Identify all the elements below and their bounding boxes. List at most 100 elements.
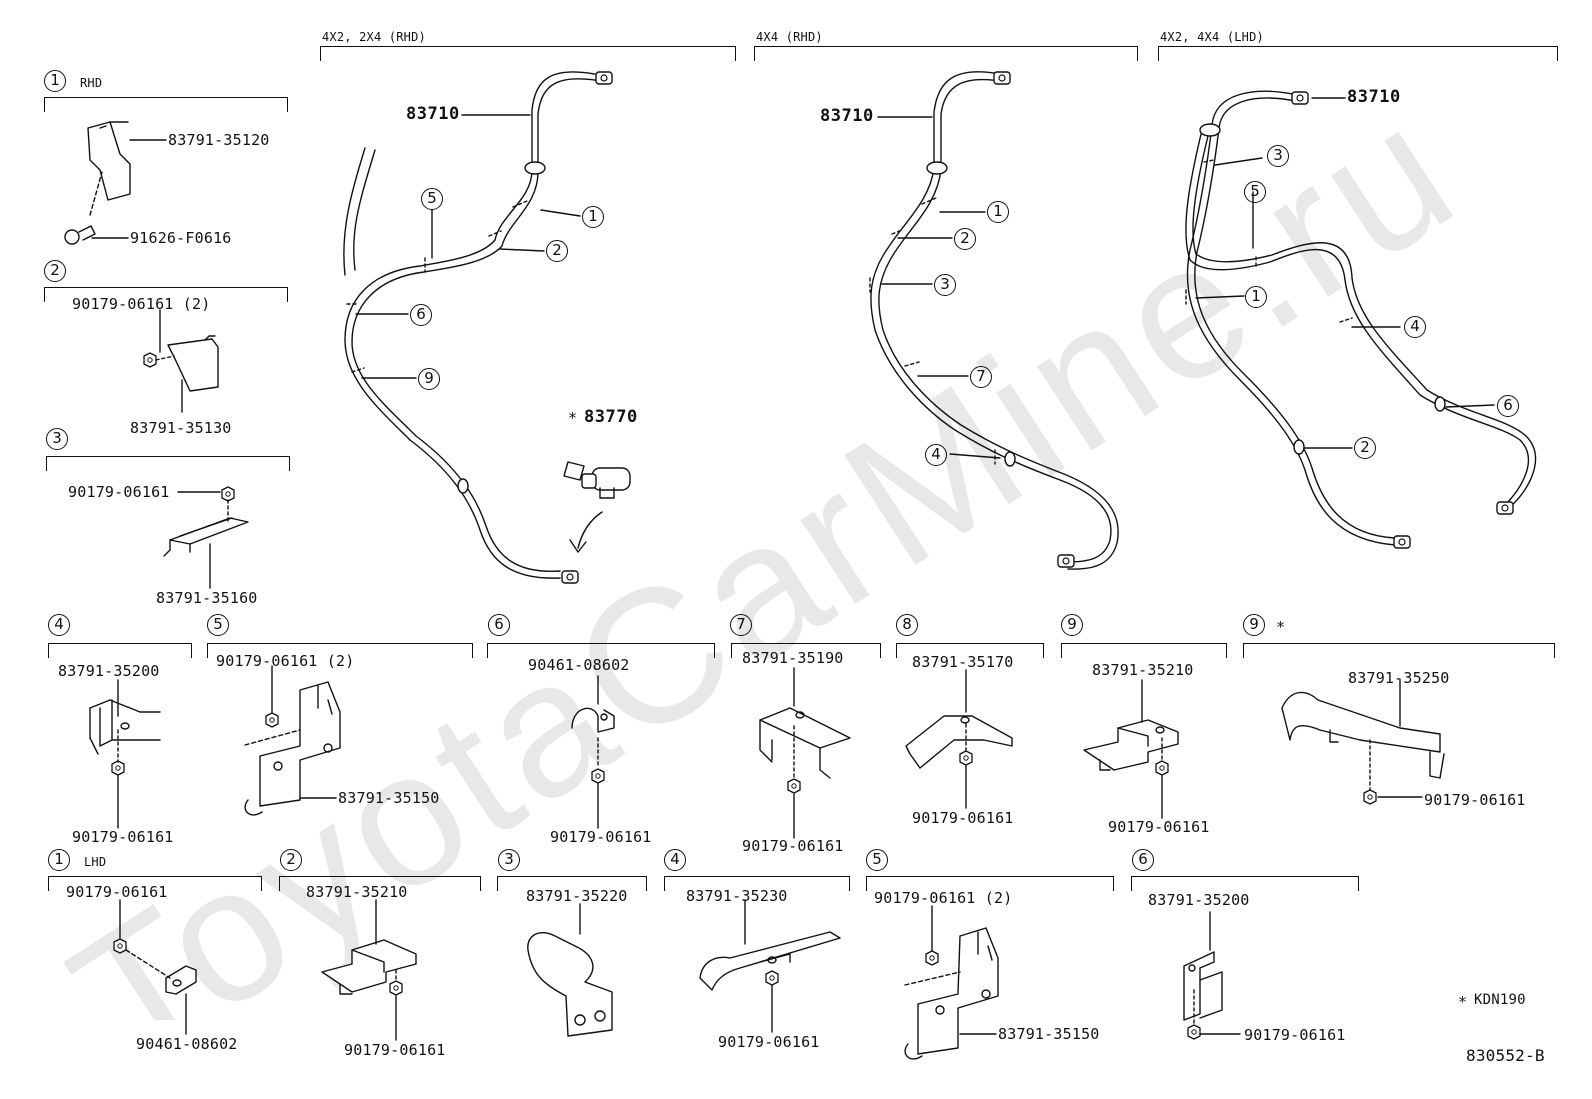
section-bracket-rhd-4wd [754, 46, 1138, 61]
detail-bracket [1243, 643, 1555, 658]
bracket-rhd2 [143, 309, 219, 413]
detail-bracket [279, 876, 481, 891]
part-number: 83791-35210 [306, 883, 408, 901]
part-number: 83791-35210 [1092, 661, 1194, 679]
callout: 9 [418, 368, 440, 390]
part-number: 83791-35170 [912, 653, 1014, 671]
part-number: 90179-06161 (2) [874, 889, 1013, 907]
callout: 3 [934, 274, 956, 296]
part-number: 83791-35150 [998, 1025, 1100, 1043]
cable-rhd-2wd [343, 71, 613, 584]
cable-part-number: 83710 [406, 104, 460, 124]
detail-number: 2 [280, 849, 302, 871]
callout: 4 [1404, 316, 1426, 338]
detail-tag: RHD [80, 76, 103, 90]
part-number: 83791-35250 [1348, 669, 1450, 687]
detail-number: 1 [44, 70, 66, 92]
part-number: 90179-06161 (2) [216, 652, 355, 670]
sensor-part-number: 83770 [584, 407, 638, 427]
part-number: 90461-08602 [528, 656, 630, 674]
bracket-lhd3 [527, 903, 613, 1037]
part-number: 83791-35160 [156, 589, 258, 607]
detail-bracket [48, 876, 262, 891]
detail-bracket [731, 643, 881, 658]
detail-number: 6 [488, 614, 510, 636]
detail-bracket [487, 643, 715, 658]
bracket-rhd5 [244, 665, 341, 816]
detail-bracket [497, 876, 647, 891]
bracket-lhd4 [699, 899, 841, 1033]
detail-number: 5 [207, 614, 229, 636]
detail-number: 5 [866, 849, 888, 871]
part-number: 83791-35190 [742, 649, 844, 667]
callout: 5 [421, 188, 443, 210]
detail-number: 9 [1243, 614, 1265, 636]
part-number: 83791-35150 [338, 789, 440, 807]
part-number: 90179-06161 [550, 828, 652, 846]
part-number: 90179-06161 (2) [72, 295, 211, 313]
part-number: 91626-F0616 [130, 229, 232, 247]
detail-bracket [866, 876, 1114, 891]
detail-bracket [207, 643, 473, 658]
callout: 6 [1497, 395, 1519, 417]
detail-bracket [46, 456, 290, 471]
cable-part-number: 83710 [1347, 87, 1401, 107]
callout: 2 [954, 228, 976, 250]
bracket-rhd8 [905, 669, 1013, 809]
section-bracket-rhd-2wd [320, 46, 736, 61]
detail-number: 2 [44, 260, 66, 282]
bracket-rhd4 [89, 679, 161, 829]
part-number: 83791-35130 [130, 419, 232, 437]
part-number: 90179-06161 [1108, 818, 1210, 836]
sensor-83770 [563, 461, 631, 553]
part-number: 90179-06161 [742, 837, 844, 855]
part-number: 90461-08602 [136, 1035, 238, 1053]
detail-number: 1 [48, 849, 70, 871]
sensor-mark: * [568, 409, 578, 427]
callout: 7 [970, 366, 992, 388]
callout: 1 [987, 201, 1009, 223]
callout: 1 [582, 206, 604, 228]
detail-bracket [44, 287, 288, 302]
footnote-mark: * [1458, 993, 1468, 1011]
part-number: 90179-06161 [66, 883, 168, 901]
detail-bracket [664, 876, 850, 891]
detail-number: 6 [1132, 849, 1154, 871]
part-number: 83791-35120 [168, 131, 270, 149]
detail-number: 3 [498, 849, 520, 871]
bracket-lhd6 [1183, 911, 1241, 1040]
detail-bracket [1061, 643, 1227, 658]
section-label-rhd-2wd: 4X2, 2X4 (RHD) [322, 30, 426, 44]
cable-lhd [1185, 90, 1537, 549]
part-number: 90179-06161 [72, 828, 174, 846]
detail-bracket [44, 97, 288, 112]
detail-number: 9 [1061, 614, 1083, 636]
part-number: 90179-06161 [344, 1041, 446, 1059]
detail-number: 3 [46, 428, 68, 450]
part-number: 90179-06161 [718, 1033, 820, 1051]
section-bracket-lhd [1158, 46, 1558, 61]
callout: 1 [1245, 286, 1267, 308]
section-label-rhd-4wd: 4X4 (RHD) [756, 30, 823, 44]
bracket-rhd7 [759, 667, 851, 839]
bracket-lhd5 [904, 905, 999, 1060]
part-number: 90179-06161 [68, 483, 170, 501]
part-number: 83791-35230 [686, 887, 788, 905]
part-number: 90179-06161 [1424, 791, 1526, 809]
bracket-rhd3 [163, 486, 249, 589]
clamp-rhd6 [571, 675, 615, 829]
section-label-lhd: 4X2, 4X4 (LHD) [1160, 30, 1264, 44]
callout: 4 [925, 444, 947, 466]
bracket-rhd9 [1083, 679, 1179, 819]
detail-number: 7 [730, 614, 752, 636]
part-number: 90179-06161 [912, 809, 1014, 827]
cable-part-number: 83710 [820, 106, 874, 126]
bracket-rhd1 [64, 121, 167, 245]
detail-number: 4 [664, 849, 686, 871]
footnote-text: KDN190 [1474, 992, 1526, 1008]
detail-number: 4 [48, 614, 70, 636]
detail-tag: LHD [84, 855, 107, 869]
callout: 3 [1267, 145, 1289, 167]
